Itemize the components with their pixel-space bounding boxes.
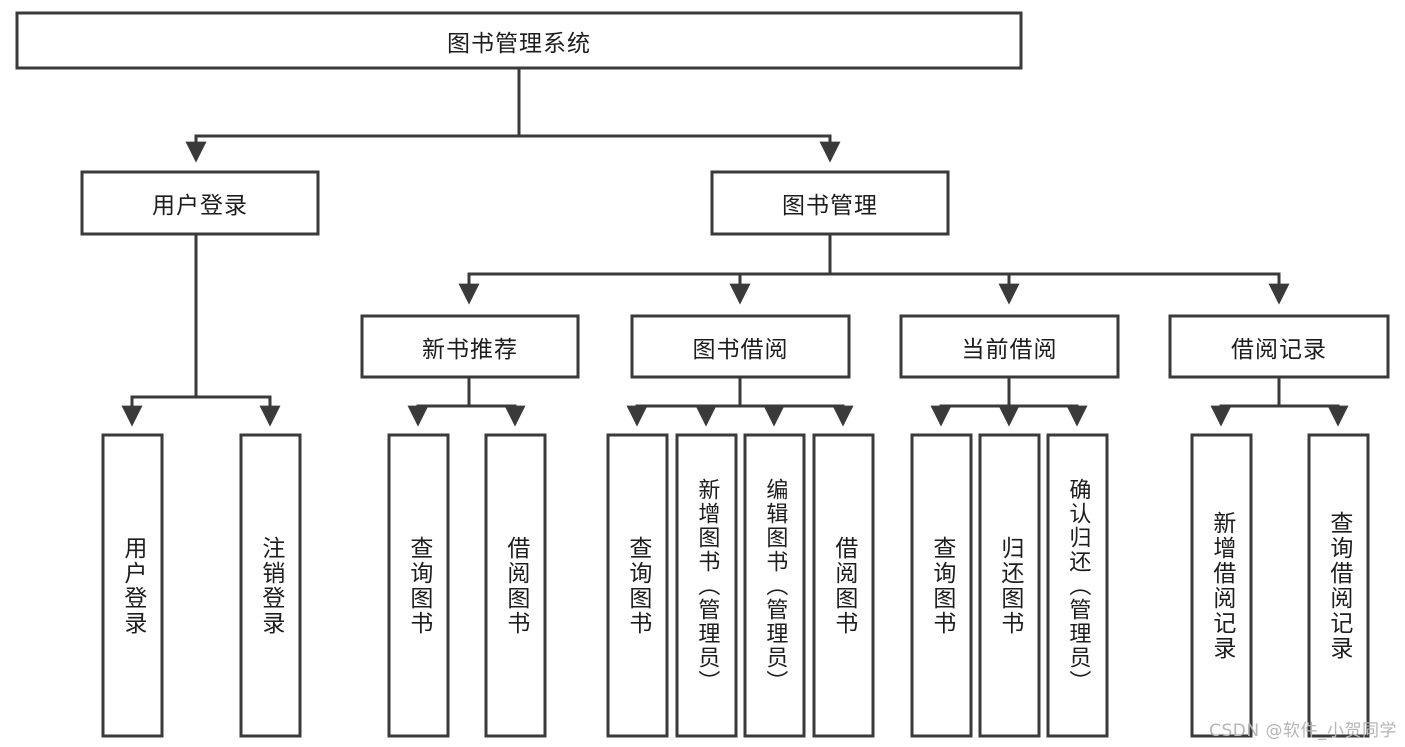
label-borrow-record: 借阅记录	[1231, 336, 1327, 363]
leaf-label-query-record: 查询借阅记录	[1325, 510, 1352, 661]
leaf-box-query-record[interactable]	[1307, 433, 1370, 738]
leaf-label-user-login: 用户登录	[119, 535, 146, 636]
label-book-management: 图书管理	[782, 193, 878, 219]
leaf-label-query-book-1: 查询图书	[405, 535, 432, 636]
leaf-label-borrow-book-1: 借阅图书	[502, 535, 529, 636]
leaf-label-confirm-return: 确认归还（管理员）	[1065, 477, 1091, 694]
leaf-box-confirm-return[interactable]	[1046, 433, 1109, 738]
leaf-box-logout[interactable]	[239, 433, 302, 738]
label-new-book-rec: 新书推荐	[422, 336, 518, 363]
node-box-current-borrow[interactable]	[899, 314, 1120, 379]
node-box-user-login[interactable]	[80, 170, 320, 236]
node-box-book-borrow[interactable]	[630, 314, 851, 379]
leaf-label-query-book-3: 查询图书	[928, 535, 955, 636]
leaf-box-add-record[interactable]	[1190, 433, 1253, 738]
leaf-box-user-login[interactable]	[101, 433, 164, 738]
leaf-box-edit-book[interactable]	[743, 433, 806, 738]
connector-borrowrecord-to-leaves	[1210, 377, 1349, 427]
leaf-box-borrow-book-2[interactable]	[812, 433, 875, 738]
connector-bookmgmt-to-level3	[458, 234, 1290, 305]
leaf-box-query-book-2[interactable]	[606, 433, 669, 738]
leaf-box-query-book-1[interactable]	[387, 433, 450, 738]
leaf-label-logout: 注销登录	[257, 535, 284, 636]
connector-currentborrow-to-leaves	[930, 377, 1088, 427]
connector-root-to-level2	[185, 68, 841, 163]
leaf-box-borrow-book-1[interactable]	[484, 433, 547, 738]
leaf-label-add-book: 新增图书（管理员）	[694, 477, 720, 694]
label-user-login: 用户登录	[152, 193, 248, 219]
node-box-root[interactable]	[15, 11, 1023, 70]
leaf-label-query-book-2: 查询图书	[624, 535, 651, 636]
leaf-box-query-book-3[interactable]	[910, 433, 973, 738]
connector-bookborrow-to-leaves	[626, 377, 854, 427]
leaf-box-return-book[interactable]	[978, 433, 1041, 738]
label-book-borrow: 图书借阅	[692, 336, 789, 363]
label-root: 图书管理系统	[447, 30, 591, 57]
leaf-box-add-book[interactable]	[675, 433, 738, 738]
leaf-label-add-record: 新增借阅记录	[1208, 510, 1235, 661]
label-current-borrow: 当前借阅	[961, 336, 1058, 363]
connector-newbook-to-leaves	[407, 377, 526, 427]
connector-userlogin-to-leaves	[121, 234, 281, 427]
leaf-label-return-book: 归还图书	[996, 535, 1023, 636]
leaf-label-borrow-book-2: 借阅图书	[830, 535, 857, 636]
node-box-borrow-record[interactable]	[1168, 314, 1390, 379]
node-box-book-management[interactable]	[710, 170, 950, 236]
node-box-new-book-rec[interactable]	[360, 314, 580, 379]
leaf-label-edit-book: 编辑图书（管理员）	[762, 477, 788, 694]
